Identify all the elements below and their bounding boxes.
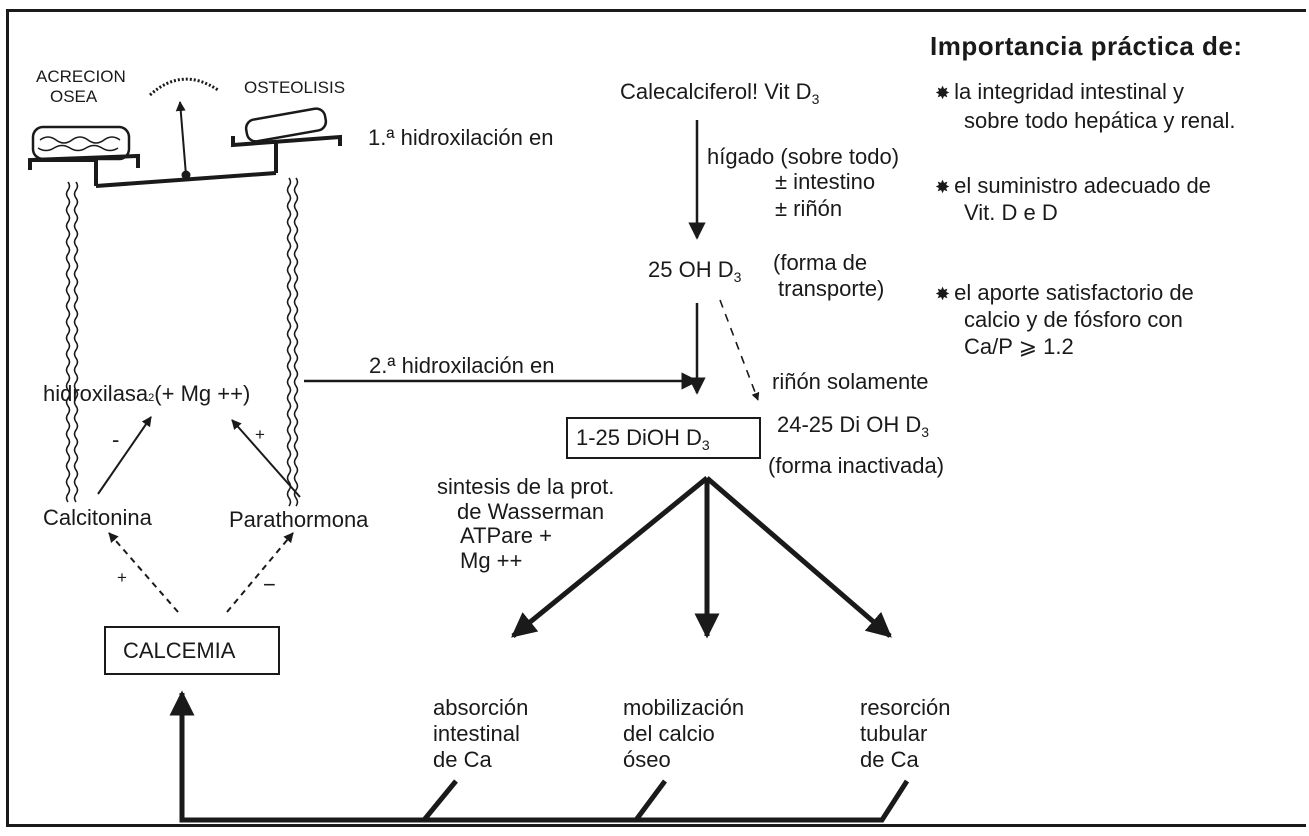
acrecion-label: ACRECION	[36, 67, 126, 86]
first-hydroxylation-label: 1.ª hidroxilación en	[368, 125, 554, 150]
active-form-box	[566, 417, 761, 459]
parathormone-label: Parathormona	[229, 507, 369, 532]
effect-resorption-line-2: tubular	[860, 721, 928, 746]
asterisk-icon: ✸	[935, 177, 951, 197]
minus-sign: -	[112, 427, 120, 452]
liver-label: hígado (sobre todo)	[707, 144, 900, 169]
plus-sign: +	[255, 425, 265, 444]
active-form-label: 1-25 DiOH D3	[576, 425, 710, 453]
balance-scale-icon	[28, 77, 342, 188]
diagram-frame	[6, 9, 1306, 827]
hydroxylase-label: hidroxilasa2(+ Mg ++)	[43, 381, 251, 406]
feedback-loop	[169, 690, 910, 823]
importance-item-1: ✸la integridad intestinal y	[935, 79, 1185, 104]
arrow-parathormone-plus	[231, 419, 301, 498]
kidney-label: ± riñón	[775, 196, 843, 221]
asterisk-icon: ✸	[935, 83, 951, 103]
importance-item-3-line-2: calcio y de fósforo con	[964, 307, 1183, 332]
asterisk-icon: ✸	[935, 284, 951, 304]
effect-mobilization-line-3: óseo	[623, 747, 671, 772]
importance-item-1-line-2: sobre todo hepática y renal.	[964, 108, 1236, 133]
effect-mobilization-line-1: mobilización	[623, 695, 745, 720]
second-hydroxylation-label: 2.ª hidroxilación en	[369, 353, 555, 378]
bone-left-icon	[31, 125, 131, 161]
importance-item-2-line-2: Vit. D e D	[964, 200, 1058, 225]
synthesis-line-3: ATPare +	[460, 523, 552, 548]
bone-right-icon	[244, 107, 328, 143]
calecalciferol-label: Calecalciferol! Vit D3	[620, 79, 820, 107]
calcemia-label: CALCEMIA	[123, 638, 236, 663]
intestine-label: ± intestino	[775, 169, 876, 194]
osea-label: OSEA	[50, 87, 98, 106]
transport-note-2: transporte)	[778, 276, 885, 301]
regulation-arrows	[97, 416, 301, 613]
wavy-boundaries	[65, 177, 299, 507]
importance-item-3-line-3: Ca/P ⩾ 1.2	[964, 334, 1074, 359]
arrow-calcitonin-minus	[97, 416, 152, 495]
arrow-calcemia-parathormone	[226, 532, 294, 613]
arrow-to-inactive	[719, 299, 760, 401]
form-25ohd3-label: 25 OH D3	[648, 257, 742, 285]
osteolisis-label: OSTEOLISIS	[244, 78, 346, 97]
synthesis-line-4: Mg ++	[460, 548, 523, 573]
synthesis-line-1: sintesis de la prot.	[437, 474, 615, 499]
effect-absorption-line-3: de Ca	[433, 747, 492, 772]
calcitonin-label: Calcitonina	[43, 505, 152, 530]
inactive-form-note: (forma inactivada)	[768, 453, 945, 478]
pathway-arrows	[304, 120, 760, 401]
transport-note-1: (forma de	[773, 250, 868, 275]
effect-absorption-line-1: absorción	[433, 695, 529, 720]
importance-item-2: ✸el suministro adecuado de	[935, 173, 1211, 198]
feedback-plus-sign: +	[117, 568, 127, 587]
page-title: Importancia práctica de:	[930, 31, 1243, 61]
effect-arrows	[511, 476, 892, 639]
effect-absorption-line-2: intestinal	[433, 721, 520, 746]
synthesis-line-2: de Wasserman	[457, 499, 605, 524]
calcemia-box	[104, 626, 280, 675]
inactive-form-label: 24-25 Di OH D3	[777, 412, 930, 440]
effect-mobilization-line-2: del calcio	[623, 721, 715, 746]
effect-resorption-line-1: resorción	[860, 695, 951, 720]
kidney-only-label: riñón solamente	[772, 369, 929, 394]
feedback-minus-sign: −	[263, 572, 276, 597]
importance-item-3: ✸el aporte satisfactorio de	[935, 280, 1194, 305]
effect-resorption-line-3: de Ca	[860, 747, 919, 772]
